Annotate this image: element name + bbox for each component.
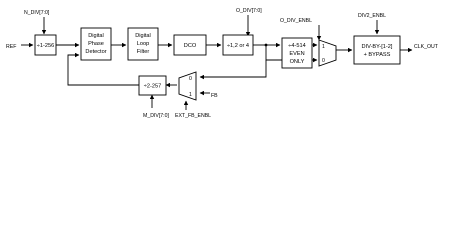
output-mux-pin-0: 0	[322, 58, 325, 64]
dco-label: DCO	[184, 43, 197, 49]
div2-label-2: + BYPASS	[364, 52, 391, 58]
phase-detector-label-1: Digital	[88, 33, 104, 39]
ref-divider-block: ÷1-256	[34, 34, 57, 56]
feedback-divider-block: ÷2-257	[138, 75, 167, 96]
loop-filter-label-2: Loop	[137, 41, 149, 47]
output-mux: 1 0	[318, 39, 337, 67]
feedback-mux-pin-1: 1	[189, 92, 192, 98]
div2-enbl-label: DIV2_ENBL	[358, 13, 386, 19]
ext-fb-enbl-label: EXT_FB_ENBL	[175, 113, 211, 119]
phase-detector-block: Digital Phase Detector	[80, 27, 112, 61]
feedback-mux-pin-0: 0	[189, 76, 192, 82]
loop-filter-block: Digital Loop Filter	[127, 27, 159, 61]
feedback-divider-label: ÷2-257	[144, 84, 161, 90]
o-div-label: O_DIV[7:0]	[236, 8, 262, 14]
fb-label: FB	[211, 93, 218, 99]
o-div-enbl-label: O_DIV_ENBL	[280, 18, 312, 24]
loop-filter-label-1: Digital	[135, 33, 151, 39]
clk-out-label: CLK_OUT	[414, 44, 439, 50]
output-divider-label-3: ONLY	[290, 59, 305, 65]
ref-input-label: REF	[6, 44, 16, 50]
post-divider-label: ÷1,2 or 4	[227, 43, 249, 49]
output-divider-label-1: ÷4-514	[288, 43, 305, 49]
ref-divider-label: ÷1-256	[37, 43, 54, 49]
signal-wires	[21, 15, 413, 110]
output-divider-block: ÷4-514 EVEN ONLY	[281, 37, 313, 69]
pll-block-diagram: REF N_DIV[7:0] O_DIV[7:0] O_DIV_ENBL DIV…	[6, 8, 439, 119]
post-divider-block: ÷1,2 or 4	[222, 34, 254, 56]
phase-detector-label-3: Detector	[85, 49, 106, 55]
m-div-label: M_DIV[7:0]	[143, 113, 170, 119]
div2-bypass-block: DIV-BY-[1-2] + BYPASS	[353, 35, 401, 65]
output-mux-pin-1: 1	[322, 44, 325, 50]
dco-block: DCO	[173, 34, 207, 56]
n-div-label: N_DIV[7:0]	[24, 10, 50, 16]
phase-detector-label-2: Phase	[88, 41, 104, 47]
output-divider-label-2: EVEN	[289, 51, 304, 57]
div2-label-1: DIV-BY-[1-2]	[362, 44, 393, 50]
loop-filter-label-3: Filter	[137, 49, 150, 55]
feedback-mux: 0 1	[178, 71, 197, 101]
